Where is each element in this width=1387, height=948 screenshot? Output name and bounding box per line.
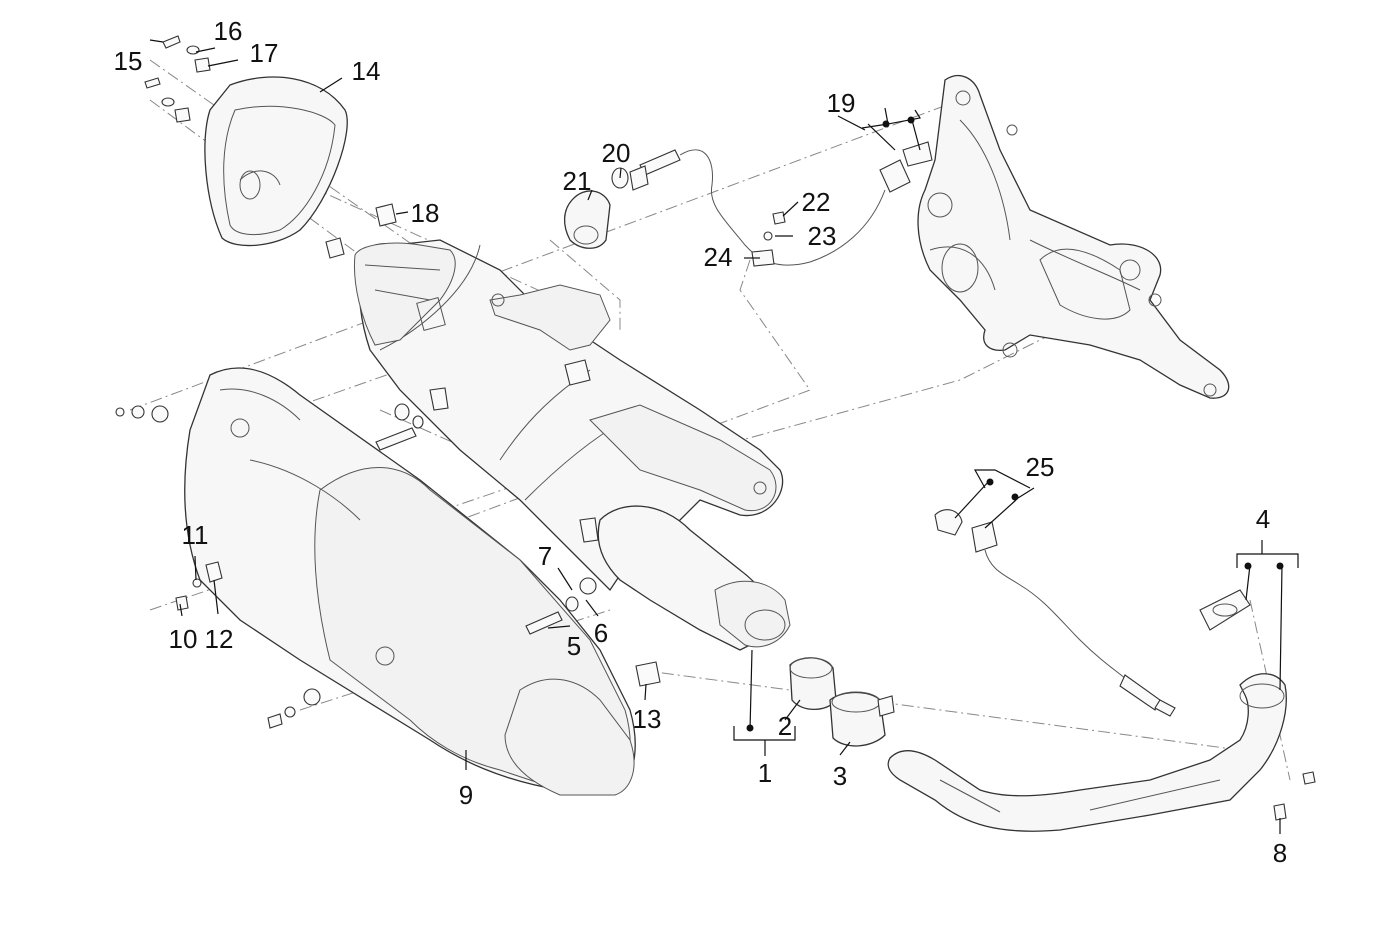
callout-14: 14 [352, 56, 381, 86]
callout-1: 1 [758, 758, 772, 788]
callout-3: 3 [833, 761, 847, 791]
leader-lines [149, 39, 1299, 834]
rubber-boot [563, 190, 611, 249]
callout-labels: 1 2 3 4 5 6 7 8 9 10 11 12 13 14 15 16 1… [114, 16, 1288, 868]
callout-20: 20 [602, 138, 631, 168]
callout-11: 11 [182, 520, 209, 550]
callout-25: 25 [1026, 452, 1055, 482]
callout-21: 21 [563, 166, 592, 196]
callout-24: 24 [704, 242, 733, 272]
pipe-sleeve [789, 657, 837, 711]
callout-5: 5 [567, 631, 581, 661]
mounting-bracket [917, 75, 1230, 399]
callout-7: 7 [538, 541, 552, 571]
callout-6: 6 [594, 618, 608, 648]
callout-17: 17 [250, 38, 279, 68]
muffler-body [353, 239, 791, 651]
callout-18: 18 [411, 198, 440, 228]
lambda-sensor-upper [629, 141, 933, 266]
pipe-clamp [829, 691, 895, 747]
lambda-sensor-lower [934, 509, 1176, 717]
callout-22: 22 [802, 187, 831, 217]
callout-10: 10 [169, 624, 198, 654]
exhaust-downpipe [887, 589, 1287, 832]
leader-dots [746, 116, 1284, 732]
callout-2: 2 [778, 711, 792, 741]
callout-13: 13 [633, 704, 662, 734]
side-heat-shield [184, 367, 636, 796]
callout-19: 19 [827, 88, 856, 118]
callout-8: 8 [1273, 838, 1287, 868]
heat-shield-cap [204, 76, 348, 247]
callout-12: 12 [205, 624, 234, 654]
callout-4: 4 [1256, 504, 1270, 534]
fastener-hardware [115, 35, 1316, 821]
callout-23: 23 [808, 221, 837, 251]
callout-15: 15 [114, 46, 143, 76]
callout-9: 9 [459, 780, 473, 810]
callout-16: 16 [214, 16, 243, 46]
